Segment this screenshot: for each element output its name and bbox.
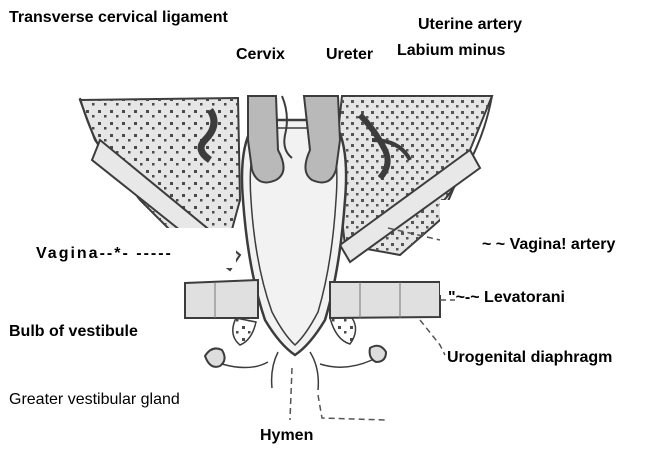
label-urogenital-diaphragm: Urogenital diaphragm [447,349,612,367]
label-ureter: Ureter [326,46,373,64]
label-vagina: Vagina--*- ----- [36,245,173,263]
cervix [248,96,284,182]
levator-ani [185,280,258,318]
label-bulb-of-vestibule: Bulb of vestibule [9,323,138,341]
label-transverse-cervical-ligament: Transverse cervical ligament [9,9,228,27]
label-greater-vestibular-gland: Greater vestibular gland [9,391,180,409]
label-levator-ani: "~-~ Levatorani [448,289,565,307]
label-labium-minus: Labium minus [397,42,505,60]
label-hymen: Hymen [260,427,313,445]
label-cervix: Cervix [236,46,285,64]
label-uterine-artery: Uterine artery [418,16,522,34]
label-vaginal-artery: ~ ~ Vagina! artery [482,236,615,254]
